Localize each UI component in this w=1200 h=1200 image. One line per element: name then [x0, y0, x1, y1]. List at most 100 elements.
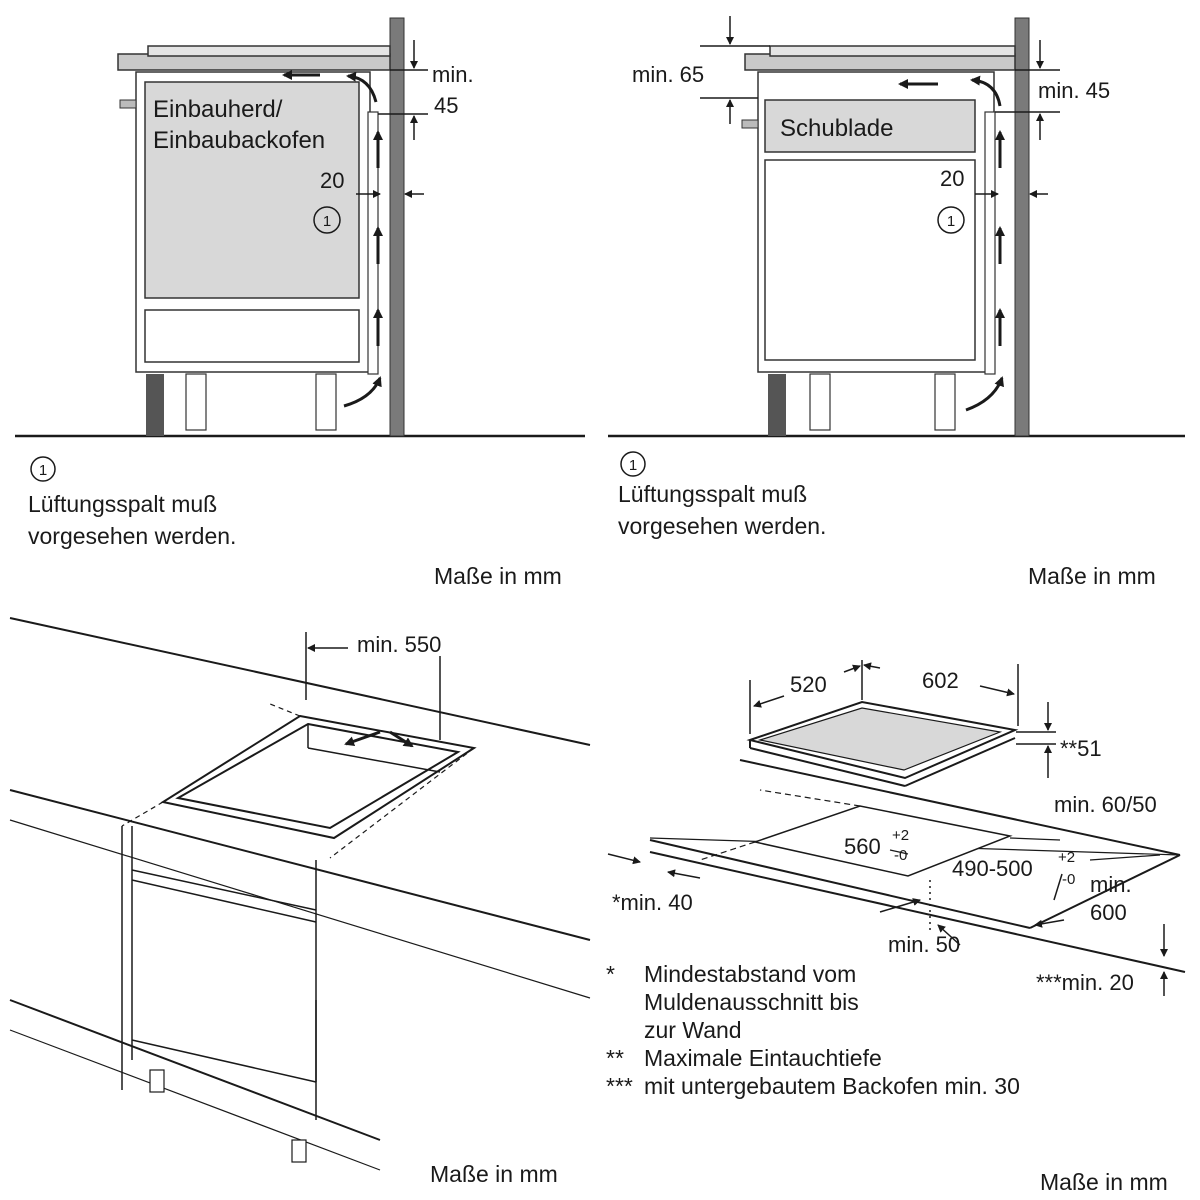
dim-label-min20: ***min. 20	[1036, 970, 1134, 995]
dim-line	[1009, 837, 1061, 841]
ventilation-note-left: 1 Lüftungsspalt muß vorgesehen werden. M…	[28, 456, 562, 589]
dim-arrow	[753, 695, 785, 708]
marker-circle	[313, 206, 341, 234]
oven-knob	[119, 99, 137, 109]
cutout-depth-line	[307, 747, 441, 773]
footnote-mark: *	[606, 961, 615, 987]
hob-top	[769, 45, 1016, 57]
marker-circle	[30, 456, 56, 482]
leg-front	[185, 373, 207, 431]
footnote-text: zur Wand	[644, 1017, 742, 1043]
note-line-1: Lüftungsspalt muß	[618, 481, 807, 507]
dim-arrow	[843, 664, 861, 673]
cabinet-shelf	[131, 879, 317, 923]
leg-front	[809, 373, 831, 431]
units-label: Maße in mm	[430, 1161, 558, 1187]
dim-label-520: 520	[790, 672, 827, 697]
leg-back	[934, 373, 956, 431]
dim-label-20: 20	[320, 168, 344, 193]
footnote-text: Muldenausschnitt bis	[644, 989, 859, 1015]
hob-top	[147, 45, 391, 57]
oven-body	[144, 81, 360, 299]
worktop-front-edge	[649, 839, 1031, 929]
dashed-projection	[329, 747, 475, 859]
airflow-arrow-curve	[970, 75, 1002, 107]
hob-edge	[904, 737, 1016, 787]
plinth-drawer	[144, 309, 360, 363]
dim-line	[1053, 873, 1063, 901]
dim-label-min550: min. 550	[357, 632, 441, 657]
appliance-label-line2: Einbaubackofen	[153, 127, 325, 154]
tol-490-plus: +2	[1058, 849, 1075, 866]
dim-label-20: 20	[940, 166, 964, 191]
footnote-mark: ***	[606, 1073, 633, 1099]
tol-560-minus: -0	[894, 847, 907, 864]
marker-number: 1	[629, 457, 637, 474]
wall	[1014, 17, 1030, 437]
footnote-text: mit untergebautem Backofen min. 30	[644, 1073, 1020, 1099]
dim-label-min50: min. 50	[888, 932, 960, 957]
footnote-text: Mindestabstand vom	[644, 961, 856, 987]
worktop-front-right	[1029, 854, 1181, 929]
dim-label-min65: min. 65	[632, 62, 704, 87]
plinth-dark	[768, 374, 786, 436]
footnote-text: Maximale Eintauchtiefe	[644, 1045, 882, 1071]
airflow-arrow	[389, 730, 414, 748]
tol-560-plus: +2	[892, 827, 909, 844]
appliance-label-line1: Einbauherd/	[153, 96, 283, 123]
dim-label-45: 45	[434, 93, 458, 118]
dim-label-min600-2: 600	[1090, 900, 1127, 925]
wall	[389, 17, 405, 437]
worktop-front-top-edge	[9, 789, 591, 941]
dim-label-min600-1: min.	[1090, 872, 1132, 897]
cabinet-shelf	[131, 869, 317, 911]
dim-label-min45: min. 45	[1038, 78, 1110, 103]
dashed-projection	[759, 789, 861, 807]
dim-label-490500: 490-500	[952, 856, 1033, 881]
dim-label-560: 560	[844, 834, 881, 859]
cabinet-bottom	[131, 1039, 317, 1083]
dim-line	[889, 849, 909, 855]
dim-line	[1089, 854, 1161, 861]
cabinet-foot	[291, 1139, 307, 1163]
worktop-back-edge	[739, 759, 1181, 856]
airflow-arrow	[344, 730, 381, 747]
dim-arrow	[1034, 919, 1065, 928]
note-line-1: Lüftungsspalt muß	[28, 491, 217, 517]
marker-number: 1	[947, 213, 955, 230]
note-line-2: vorgesehen werden.	[28, 523, 236, 549]
panel-hob-dimensions	[607, 660, 1186, 996]
drawer-body	[764, 99, 976, 153]
marker-number: 1	[39, 462, 47, 479]
hob-glass	[757, 707, 1003, 771]
footnote-mark: **	[606, 1045, 624, 1071]
hob-cutout	[160, 714, 477, 840]
plinth-dark	[146, 374, 164, 436]
hob-cutout	[752, 805, 1013, 877]
dim-arrow	[979, 685, 1015, 697]
airflow-arrow-bottom	[343, 376, 382, 408]
plinth-line-bottom	[9, 1029, 381, 1171]
leg-back	[315, 373, 337, 431]
back-panel	[984, 111, 996, 375]
dim-label-min40: *min. 40	[612, 890, 693, 915]
plinth-line-top	[9, 999, 381, 1141]
dim-label-min: min.	[432, 62, 474, 87]
units-label: Maße in mm	[1028, 563, 1156, 589]
dim-label-51: **51	[1060, 736, 1102, 761]
dashed-projection	[269, 703, 301, 717]
note-line-2: vorgesehen werden.	[618, 513, 826, 539]
panel-oven-side-view: Einbauherd/ Einbaubackofen min. 45 20 1	[15, 17, 585, 438]
drawer-handle	[741, 119, 759, 129]
worktop-back-edge	[9, 617, 591, 746]
worktop-front-bottom-edge	[9, 819, 591, 999]
cabinet-door	[764, 159, 976, 361]
panel-hob-dimension-labels: 520 602 **51 min. 60/50 560 +2 -0 490-50…	[612, 668, 1157, 995]
dim-label-602: 602	[922, 668, 959, 693]
marker-number: 1	[323, 213, 331, 230]
hob-edge	[749, 747, 906, 787]
dim-arrow	[863, 662, 881, 671]
footnotes: * Mindestabstand vom Muldenausschnitt bi…	[606, 961, 1020, 1099]
ventilation-note-right: 1 Lüftungsspalt muß vorgesehen werden. M…	[618, 451, 1156, 589]
dim-label-min6050: min. 60/50	[1054, 792, 1157, 817]
